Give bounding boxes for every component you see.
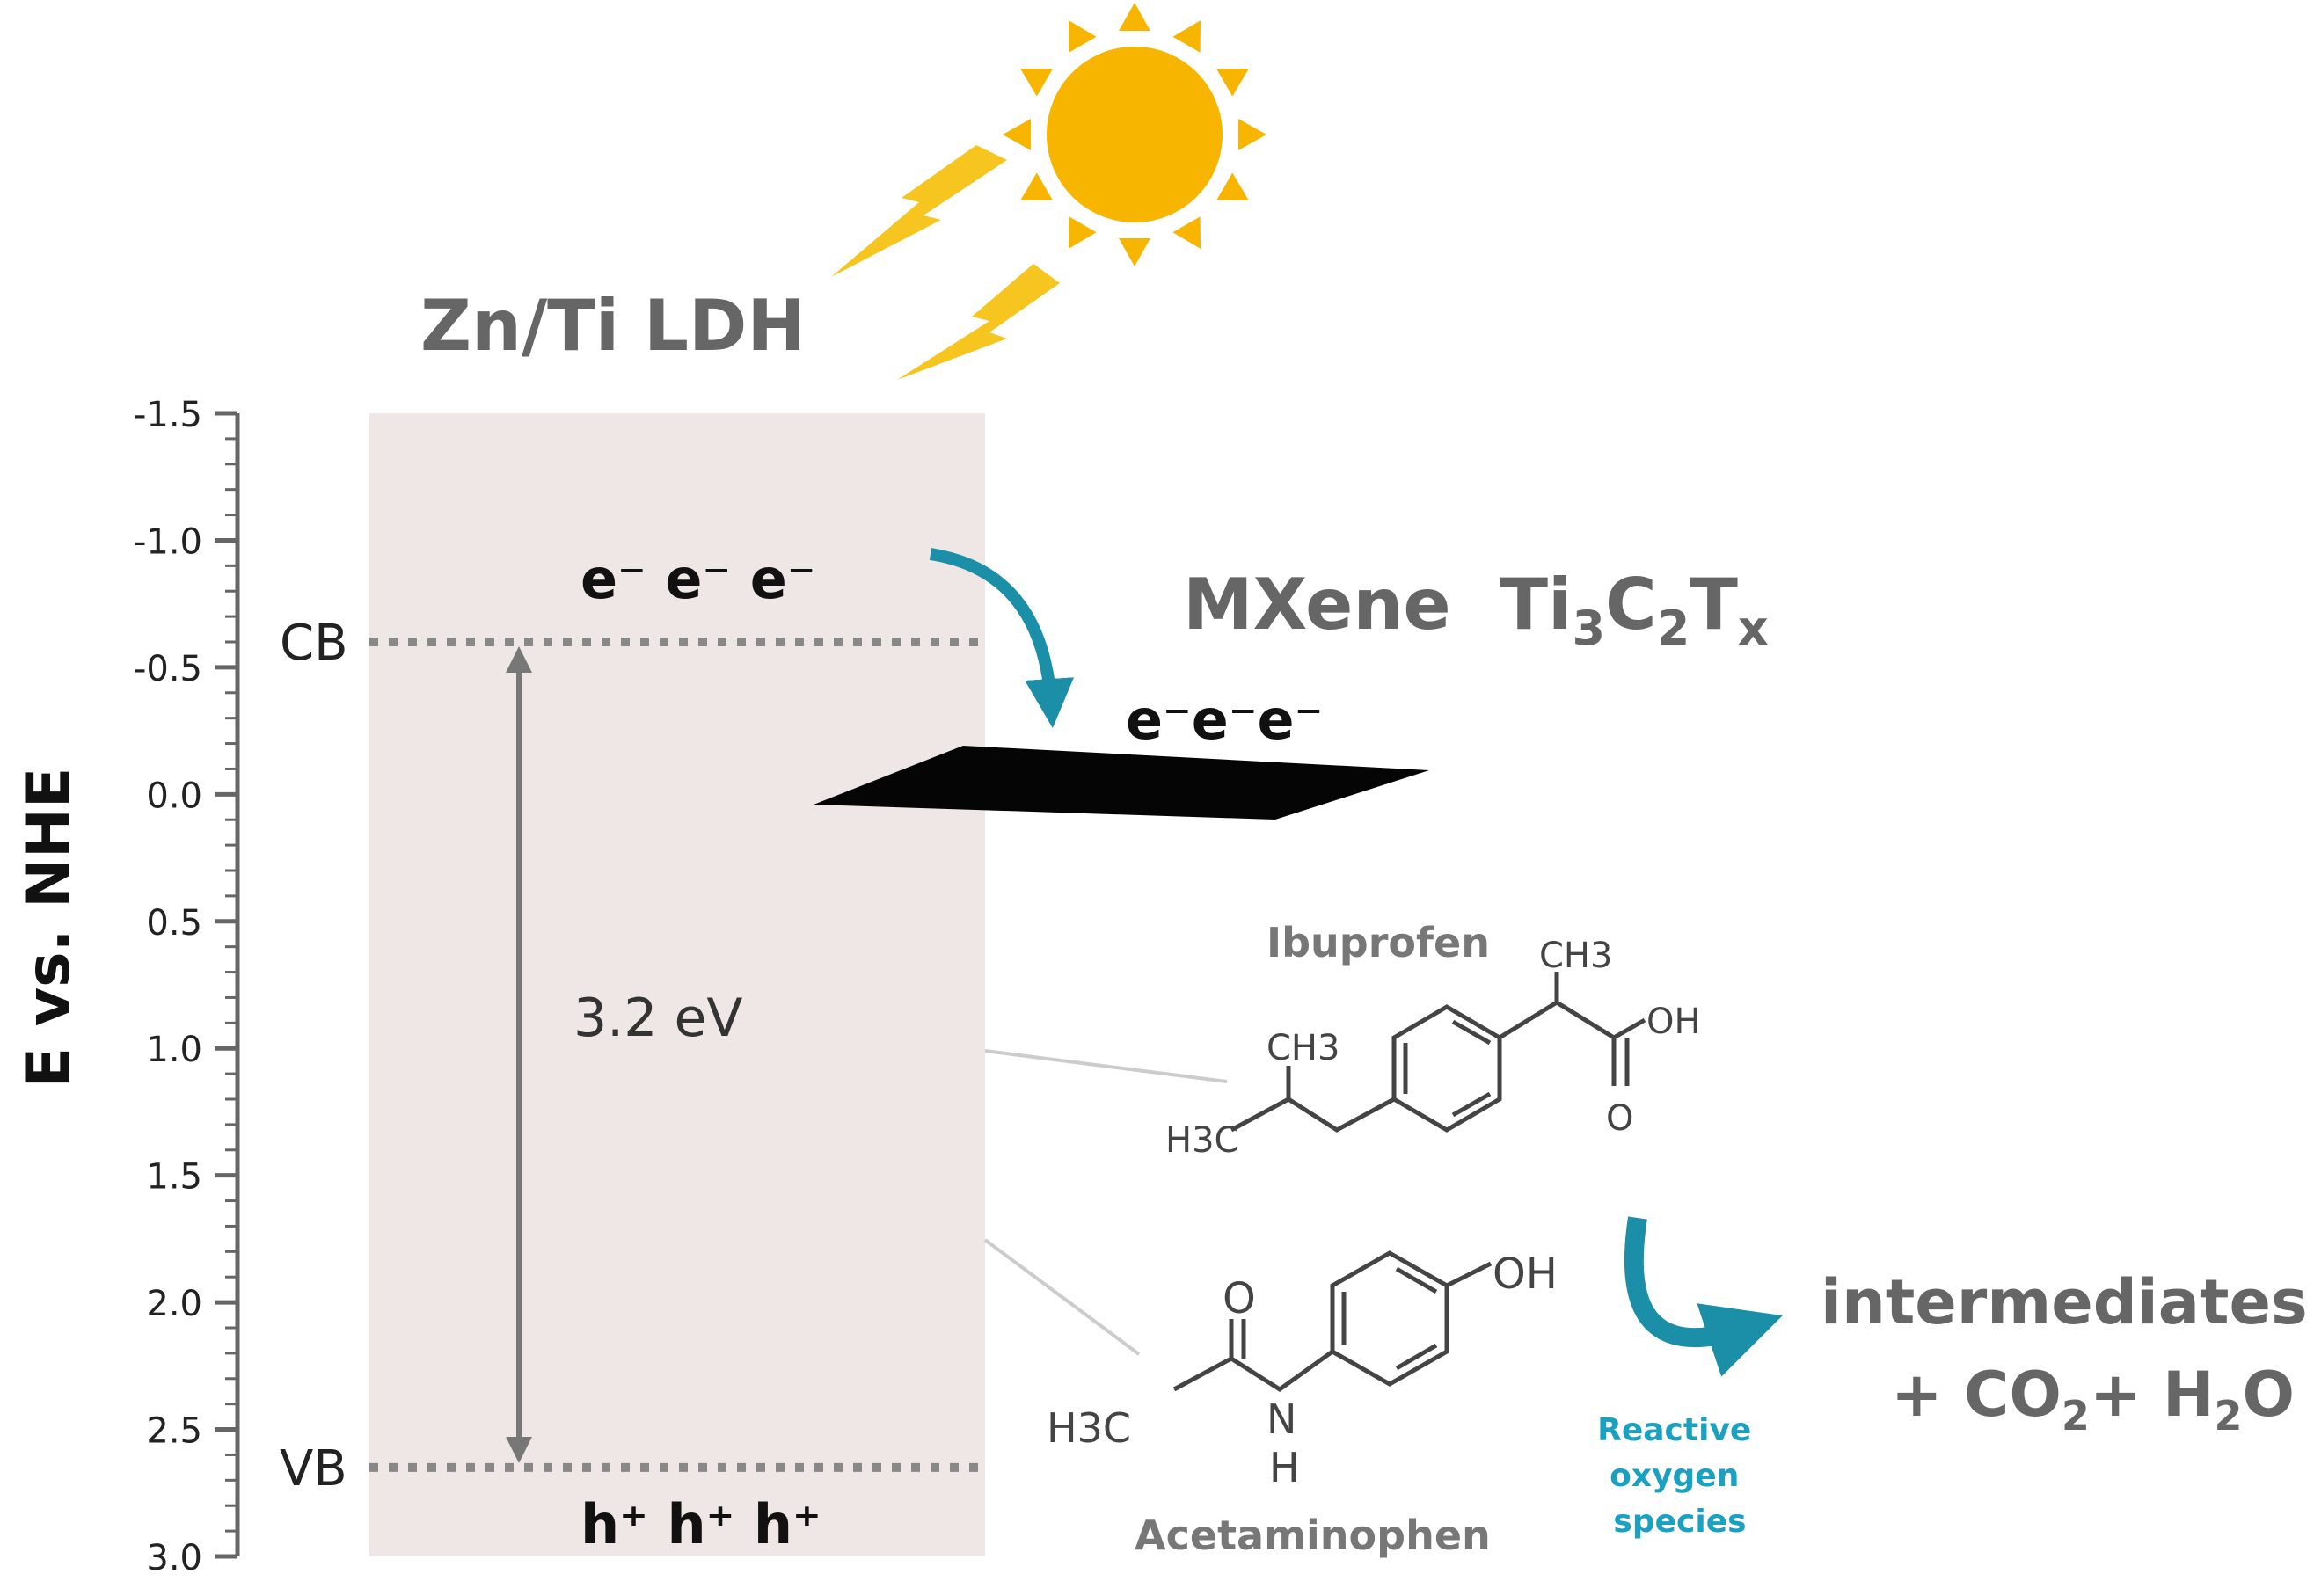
acetaminophen-h3c: H3C	[1047, 1404, 1131, 1452]
energy-axis: -1.5 -1.0 -0.5 0.0 0.5 1.0 1.5 2.0 2.5 3.0	[134, 395, 240, 1578]
vb-label: VB	[280, 1440, 347, 1498]
ibuprofen-label: Ibuprofen	[1266, 919, 1490, 966]
acetaminophen-oh: OH	[1493, 1250, 1558, 1299]
acetaminophen-structure	[1172, 1250, 1493, 1393]
ibuprofen-o: O	[1606, 1098, 1633, 1139]
axis-tick-label: -0.5	[134, 649, 202, 689]
sun-ray	[1119, 238, 1150, 266]
sun-ray	[1238, 119, 1266, 150]
acetaminophen-n: N	[1266, 1396, 1296, 1443]
electron-transfer-arrow	[929, 548, 1075, 728]
axis-tick-label: 3.0	[146, 1538, 202, 1578]
sun-ray	[1216, 172, 1249, 200]
cb-label: CB	[280, 615, 348, 672]
products-line2: + CO2+ H2O	[1891, 1359, 2295, 1439]
sun-ray	[1020, 69, 1053, 97]
ibuprofen-h3c: H3C	[1165, 1120, 1238, 1161]
sun-ray	[1069, 20, 1097, 53]
axis-tick-label: 0.0	[146, 776, 202, 816]
ibuprofen-oh: OH	[1646, 1002, 1701, 1042]
axis-tick-label: 0.5	[146, 903, 202, 944]
ldh-title: Zn/Ti LDH	[420, 285, 806, 367]
axis-tick-label: 2.0	[146, 1284, 202, 1324]
axis-tick-label: 1.0	[146, 1030, 202, 1070]
ibuprofen-ch3-left: CH3	[1266, 1028, 1339, 1068]
connector-line	[983, 1238, 1141, 1356]
acetaminophen-o: O	[1223, 1274, 1256, 1323]
ldh-band-box	[369, 413, 985, 1556]
axis-tick-label: -1.5	[134, 395, 202, 435]
axis-tick-label: -1.0	[134, 521, 202, 562]
ros-arrow	[1624, 1216, 1783, 1377]
mxene-label: MXene Ti3C2Tx	[1183, 564, 1769, 656]
connector-line	[984, 1049, 1228, 1083]
sun-ray	[1020, 172, 1053, 200]
ldh-holes: h⁺ h⁺ h⁺	[580, 1492, 821, 1556]
products-line1: intermediates	[1821, 1266, 2308, 1338]
mxene-electrons: e⁻e⁻e⁻	[1126, 688, 1323, 752]
sun-ray	[1172, 20, 1201, 53]
ldh-electrons: e⁻ e⁻ e⁻	[580, 547, 816, 611]
axis-tick-label: 1.5	[146, 1157, 202, 1198]
acetaminophen-h: H	[1269, 1444, 1300, 1491]
sun-ray	[1172, 216, 1201, 249]
ibuprofen-ch3-top: CH3	[1539, 936, 1612, 976]
sun-ray	[1216, 69, 1249, 97]
ibuprofen-structure	[1230, 972, 1646, 1133]
axis-label: E vs. NHE	[14, 768, 84, 1089]
ros-label: Reactive oxygen species	[1597, 1412, 1763, 1540]
sun-ray	[1003, 119, 1031, 150]
mxene-sheet	[814, 746, 1429, 820]
sun-ray	[1069, 216, 1097, 249]
acetaminophen-label: Acetaminophen	[1135, 1512, 1491, 1559]
lightning-bolt-icon	[831, 145, 1060, 380]
axis-tick-label: 2.5	[146, 1411, 202, 1452]
sun-icon	[1003, 3, 1266, 266]
band-gap-label: 3.2 eV	[573, 987, 742, 1049]
sun-ray	[1119, 3, 1150, 31]
